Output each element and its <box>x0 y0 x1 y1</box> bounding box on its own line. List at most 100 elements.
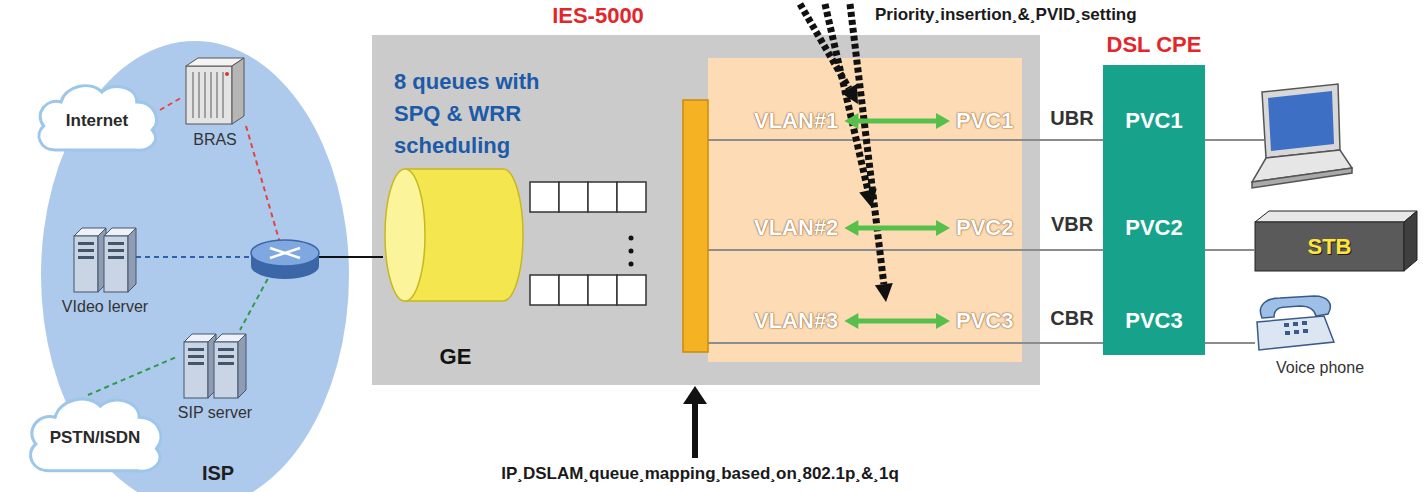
priority-arrows <box>800 4 893 302</box>
line-label: VBR <box>1051 213 1093 236</box>
phone-icon-part <box>1285 331 1290 335</box>
subscriber-lines <box>708 140 1264 343</box>
feature-note: 8 queues with SPQ & WRR scheduling <box>394 66 590 162</box>
node-label: STB <box>1255 222 1404 272</box>
queue-dots <box>629 236 634 267</box>
sip-server-icon-part <box>218 348 234 351</box>
connector-line <box>856 226 938 231</box>
video-server-icon-part <box>104 236 128 292</box>
priority-arrows-part <box>841 84 858 104</box>
set-top-box: STB <box>1255 210 1418 272</box>
queue-cells <box>530 182 646 305</box>
queue-cells-part <box>617 275 646 305</box>
laptop-icon-part <box>1252 168 1352 188</box>
priority-arrows-part <box>875 283 893 302</box>
label-holder: IP¸DSLAM¸queue¸mapping¸based¸on¸802.1p¸&… <box>501 463 899 484</box>
queue-dots-part <box>629 236 634 241</box>
text-holder: ISP <box>202 462 234 485</box>
node-label: GE <box>440 344 472 370</box>
node-label: VLAN#2 <box>754 215 838 241</box>
dslam-bus-bar <box>683 100 708 352</box>
stb-outline <box>1255 211 1417 222</box>
node-label: PVC2 <box>1103 215 1205 241</box>
phone-icon-part <box>1257 316 1334 350</box>
phone-icon <box>1257 296 1334 350</box>
video-server-icon-part <box>78 256 94 259</box>
video-server-icon-part <box>128 228 136 292</box>
node-label: PVC2 <box>956 215 1013 241</box>
node-label: VIdeo lerver <box>62 297 148 316</box>
pvc-tag: PVC1 <box>1103 104 1205 156</box>
connector <box>1019 250 1103 251</box>
queue-cells-part <box>617 182 646 212</box>
connector <box>844 220 950 236</box>
sip-server-icon-part <box>214 342 238 398</box>
isp-links-part <box>246 126 280 243</box>
laptop-icon-part <box>1262 84 1340 158</box>
node-label: VLAN#3 <box>754 308 838 334</box>
connector <box>160 97 182 110</box>
node-label: VLAN#1 <box>754 108 838 134</box>
connector-line <box>1019 249 1103 251</box>
video-server-icon-part <box>74 236 98 292</box>
stb-outline <box>1404 211 1417 271</box>
pvc-tag: PVC2 <box>1103 211 1205 263</box>
sip-server-icon-part <box>218 355 234 358</box>
node-label: PVC1 <box>956 108 1013 134</box>
connector <box>844 313 950 329</box>
phone-icon-part <box>1293 322 1298 326</box>
cylinder-outline <box>385 169 425 301</box>
label-holder: Priority¸insertion¸&¸PVID¸setting <box>875 4 1137 25</box>
cloud-outline <box>31 399 162 471</box>
phone-icon-part <box>1284 321 1308 335</box>
text-holder: DSL CPE <box>1107 32 1202 58</box>
queue-dots-part <box>629 262 634 267</box>
bras-icon <box>186 58 244 124</box>
bras-icon-part <box>193 72 223 118</box>
line-label: CBR <box>1050 307 1093 330</box>
queue-cells-part <box>588 275 617 305</box>
connector <box>1019 343 1103 344</box>
bras-icon-part <box>232 58 244 124</box>
cylinder-shape <box>383 165 528 305</box>
connector-line <box>1019 342 1103 344</box>
arrow-head <box>936 220 950 236</box>
bras-icon-part <box>222 72 224 118</box>
priority-arrows-part <box>841 84 893 302</box>
connector-line <box>1019 139 1103 141</box>
sip-server-icon-part <box>218 362 234 365</box>
stb-outline <box>1255 222 1404 271</box>
router-icon-part <box>251 240 319 266</box>
connector-line <box>160 97 182 110</box>
bras-icon-part <box>216 72 218 118</box>
arrow-head <box>844 313 858 329</box>
node-label: PVC3 <box>1103 308 1205 334</box>
queue-dots-part <box>629 249 634 254</box>
queue-cells-part <box>588 182 617 212</box>
queue-cells-part <box>530 182 559 212</box>
queue-cells-part <box>530 275 559 305</box>
bras-icon-part <box>192 72 194 118</box>
phone-icon-part <box>1303 329 1308 333</box>
connector <box>1019 140 1103 141</box>
connector-line <box>88 358 175 395</box>
phone-icon-part <box>1294 330 1299 334</box>
isp-links <box>136 126 280 330</box>
network-cloud: PSTN/ISDN <box>25 395 165 473</box>
connector-line <box>1205 249 1255 251</box>
annotation: IP¸DSLAM¸queue¸mapping¸based¸on¸802.1p¸&… <box>501 463 899 484</box>
node-label: Internet <box>66 111 128 131</box>
line-label: UBR <box>1050 107 1093 130</box>
connector <box>88 358 175 395</box>
connector-line <box>856 119 938 124</box>
node-label: PVC1 <box>1103 108 1205 134</box>
arrow-head <box>936 113 950 129</box>
subscriber-lines-part <box>708 249 1040 251</box>
priority-arrows-part <box>859 188 877 208</box>
cloud-outline <box>39 86 157 151</box>
subscriber-lines-part <box>708 342 1040 344</box>
video-server-icon-part <box>108 256 124 259</box>
connector <box>1205 250 1255 251</box>
label-holder: UBR <box>1050 107 1093 130</box>
